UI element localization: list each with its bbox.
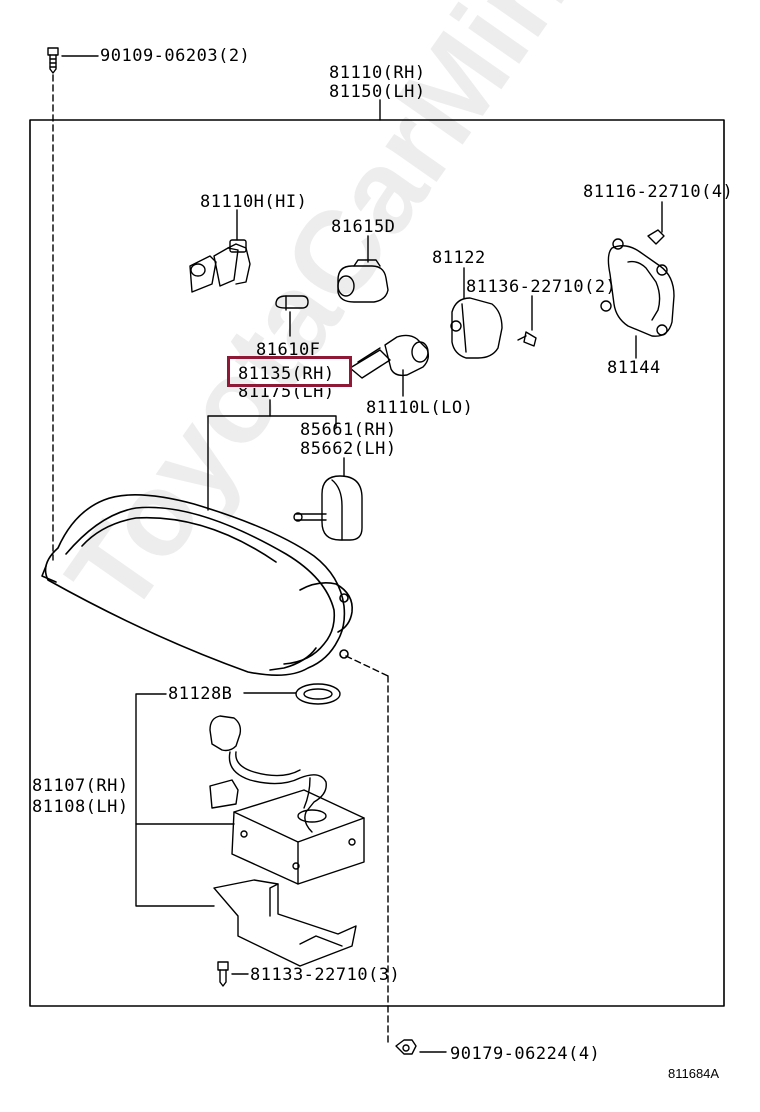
nut-90179-icon (395, 1039, 417, 1055)
label-81122[interactable]: 81122 (432, 248, 486, 268)
label-81133[interactable]: 81133-22710(3) (250, 965, 401, 985)
label-90179[interactable]: 90179-06224(4) (450, 1044, 601, 1064)
label-81135[interactable]: 81135(RH) (238, 364, 335, 384)
screw-81133-icon (217, 961, 229, 987)
lo-bulb-icon (349, 334, 430, 379)
label-85661[interactable]: 85661(RH) (300, 420, 397, 440)
cable-connector-icon (209, 715, 327, 833)
label-81610f[interactable]: 81610F (256, 340, 321, 360)
hi-bulb-icon (189, 239, 251, 293)
socket-81615d-icon (337, 259, 389, 303)
bolt-90109-icon (47, 47, 59, 74)
label-90109[interactable]: 90109-06203(2) (100, 46, 251, 66)
screw-81136-icon (517, 331, 537, 347)
bulb-81610f-icon (275, 295, 309, 311)
label-81110h[interactable]: 81110H(HI) (200, 192, 308, 212)
dashed-90179 (345, 655, 389, 677)
headlamp-housing-icon (41, 494, 353, 676)
oring-81128b-icon (295, 683, 341, 705)
label-81150-lh[interactable]: 81150(LH) (329, 82, 426, 102)
label-81110l[interactable]: 81110L(LO) (366, 398, 474, 418)
cap-81122-icon (450, 297, 503, 359)
label-81110-rh[interactable]: 81110(RH) (329, 63, 426, 83)
ballast-unit-icon (231, 777, 365, 885)
label-81116[interactable]: 81116-22710(4) (583, 182, 734, 202)
label-81108[interactable]: 81108(LH) (32, 797, 129, 817)
bracket-81144-icon (600, 238, 675, 337)
bracket-85661 (207, 415, 337, 511)
label-81175[interactable]: 81175(LH) (238, 382, 335, 402)
diagram-code: 811684A (668, 1066, 720, 1081)
assembly-frame (29, 119, 725, 1007)
highlight-box-81135 (227, 356, 352, 387)
mount-bracket-icon (213, 879, 357, 967)
label-81615d[interactable]: 81615D (331, 217, 396, 237)
label-81144[interactable]: 81144 (607, 358, 661, 378)
screw-81116-icon (647, 201, 665, 245)
label-81136[interactable]: 81136-22710(2) (466, 277, 617, 297)
label-85662[interactable]: 85662(LH) (300, 439, 397, 459)
bracket-81107 (135, 693, 215, 907)
label-81107[interactable]: 81107(RH) (32, 776, 129, 796)
adjuster-85661-icon (293, 475, 363, 541)
label-81128b[interactable]: 81128B (168, 684, 233, 704)
